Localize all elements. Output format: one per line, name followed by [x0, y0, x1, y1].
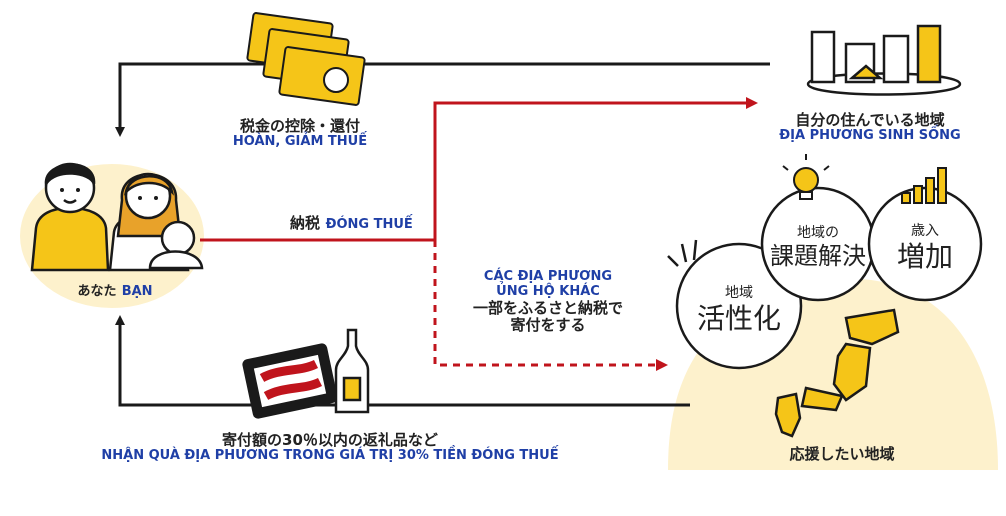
circle-solve-text: 地域の 課題解決	[770, 225, 866, 271]
home-region-label: 自分の住んでいる地域 ĐỊA PHƯƠNG SINH SỐNG	[779, 111, 961, 144]
sparkle-icon	[667, 239, 698, 267]
donate-vn-line1: CÁC ĐỊA PHƯƠNG	[483, 269, 613, 284]
circle-revenue-small: 歳入	[910, 222, 939, 239]
you-label-jp: あなた	[77, 284, 117, 299]
support-region-label: 応援したい地域	[789, 445, 895, 463]
gifts-vn: NHẬN QUÀ ĐỊA PHƯƠNG TRONG GIÁ TRỊ 30% TI…	[101, 448, 559, 464]
circle-activation-text: 地域 活性化	[697, 285, 781, 335]
tax-refund-label: 税金の控除・還付 HOÀN, GIẢM THUẾ	[232, 117, 368, 150]
donate-vn-line2: ỦNG HỘ KHÁC	[496, 283, 600, 299]
circle-solve-small: 地域の	[797, 225, 839, 242]
circle-activation-big: 活性化	[696, 301, 782, 335]
you-label: あなた BẠN	[77, 282, 152, 300]
circle-revenue-big: 増加	[896, 239, 954, 273]
circle-solve-big: 課題解決	[770, 242, 866, 270]
gifts-jp: 寄付額の30％以内の返礼品など	[222, 431, 438, 449]
home-region-vn: ĐỊA PHƯƠNG SINH SỐNG	[779, 128, 961, 144]
lightbulb-icon	[782, 154, 830, 200]
tax-refund-jp: 税金の控除・還付	[239, 117, 361, 135]
gifts-label: 寄付額の30％以内の返礼品など NHẬN QUÀ ĐỊA PHƯƠNG TRON…	[101, 431, 559, 464]
refund-flow-arrow	[115, 62, 770, 137]
pay-tax-label: 納税 ĐÓNG THUẾ	[290, 214, 413, 233]
family-icon	[30, 162, 204, 272]
donate-label: CÁC ĐỊA PHƯƠNG ỦNG HỘ KHÁC 一部をふるさと納税で 寄付…	[472, 269, 624, 335]
circle-revenue-text: 歳入 増加	[897, 223, 953, 273]
tax-refund-vn: HOÀN, GIẢM THUẾ	[232, 134, 368, 150]
home-region-jp: 自分の住んでいる地域	[795, 111, 945, 129]
gift-flow-arrow	[115, 315, 690, 407]
donate-jp-line1: 一部をふるさと納税で	[472, 298, 624, 317]
donation-arrow	[433, 240, 668, 371]
tax-payment-arrow	[200, 97, 758, 242]
pay-tax-jp: 納税	[290, 214, 321, 232]
gift-box-icon	[242, 343, 338, 419]
pay-tax-vn: ĐÓNG THUẾ	[325, 217, 413, 232]
you-label-vn: BẠN	[121, 284, 153, 299]
banknotes-icon	[246, 12, 366, 106]
town-icon	[806, 24, 962, 96]
circle-activation-small: 地域	[724, 284, 753, 301]
bar-chart-icon	[901, 167, 947, 204]
japan-map-icon	[774, 308, 900, 438]
sake-bottle-icon	[334, 328, 370, 414]
donate-jp-line2: 寄付をする	[510, 316, 586, 335]
